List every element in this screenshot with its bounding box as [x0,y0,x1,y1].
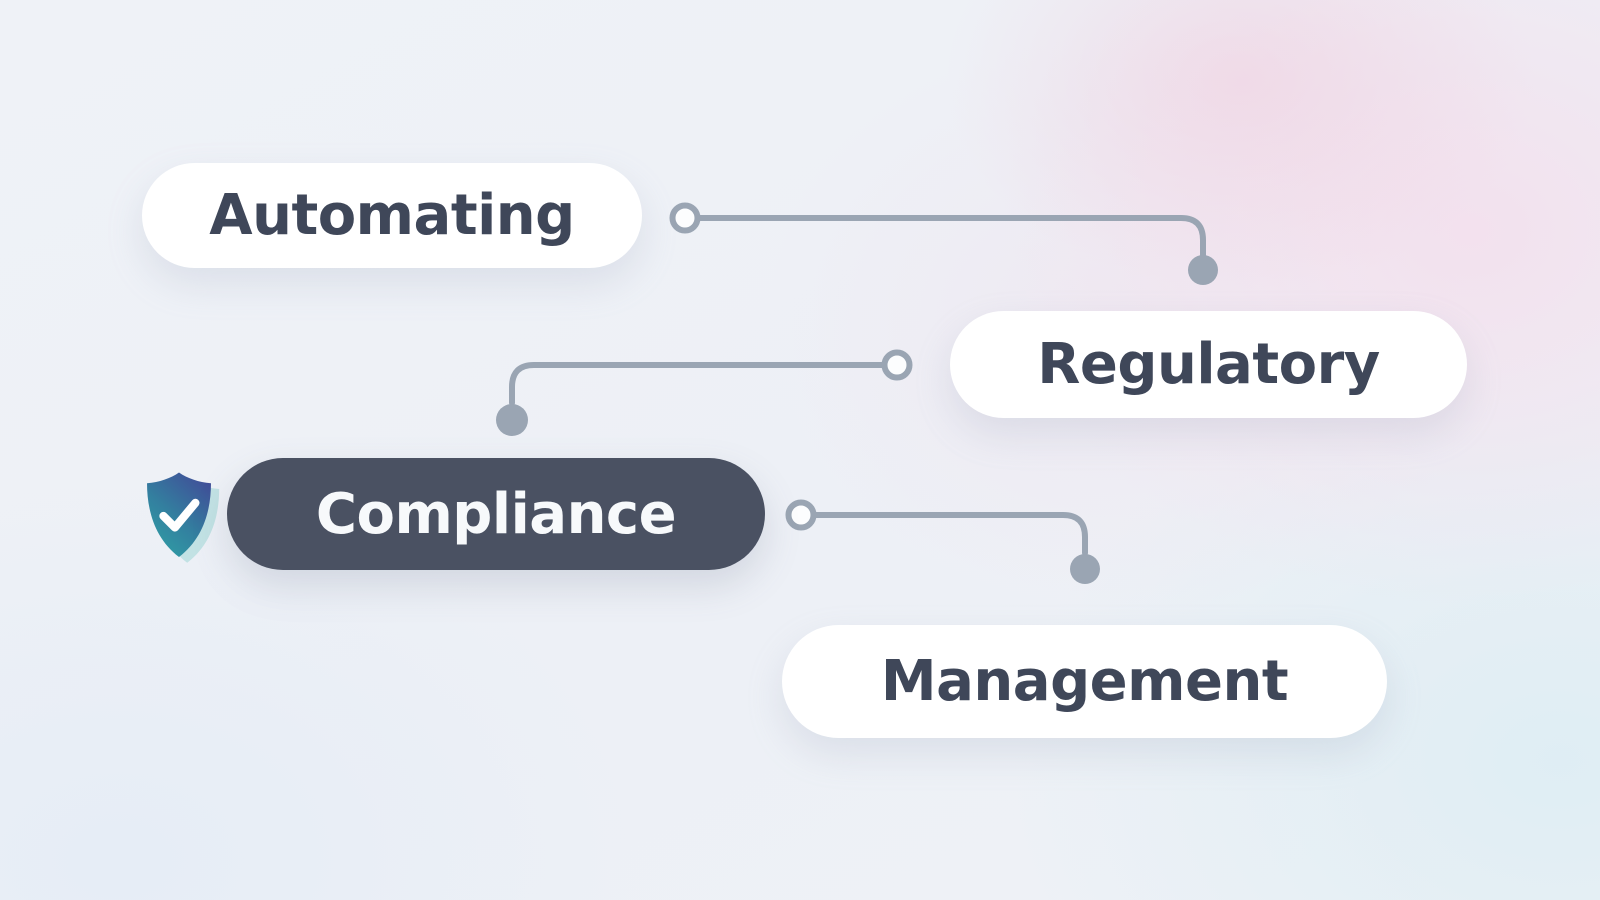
connector-filled-dot [1188,255,1218,285]
connector-line [509,362,885,406]
check-mark [159,498,200,532]
pill-compliance-label: Compliance [315,481,677,547]
connector-line [697,215,1206,259]
connector-regulatory-to-compliance [496,349,913,436]
pill-regulatory: Regulatory [950,311,1467,418]
connector-filled-dot [1070,554,1100,584]
connector-automating-to-regulatory [669,202,1218,285]
pill-management: Management [782,625,1387,738]
pill-regulatory-label: Regulatory [1037,332,1380,397]
shield-check-icon [138,469,220,563]
connector-filled-dot [496,404,528,436]
connector-open-ring [785,499,817,531]
connector-line [813,512,1088,556]
connector-compliance-to-management [785,499,1100,584]
pill-compliance: Compliance [227,458,765,570]
connector-open-ring [881,349,913,381]
shield-check-icon-svg [147,472,220,563]
pill-management-label: Management [880,649,1289,714]
connector-open-ring [669,202,701,234]
pill-automating-label: Automating [209,183,575,248]
pill-automating: Automating [142,163,642,268]
shield-shape [147,472,211,557]
